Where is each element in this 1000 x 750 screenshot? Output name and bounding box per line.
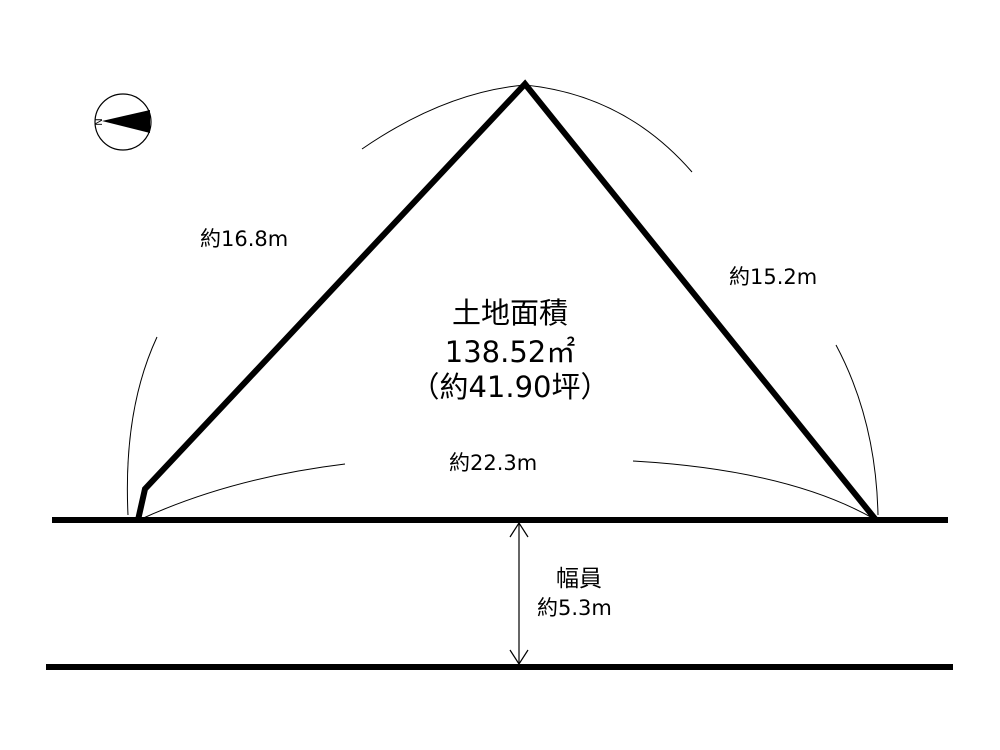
arc-top-right (524, 84, 693, 173)
arc-top-left (361, 84, 526, 150)
road-width-value: 約5.3m (537, 596, 612, 620)
north-arrow-icon: N (94, 93, 152, 151)
area-sqm: 138.52㎡ (445, 335, 575, 369)
area-tsubo: （約41.90坪） (410, 370, 609, 404)
edge-base-label: 約22.3m (449, 451, 537, 475)
edge-right-label: 約15.2m (729, 265, 817, 289)
edge-left-label: 約16.8m (200, 227, 288, 251)
road-label: 幅員 (556, 566, 602, 592)
arc-left (126, 336, 158, 516)
area-title: 土地面積 (452, 296, 568, 330)
road-width-arrow (509, 521, 529, 666)
measurement-arcs (126, 84, 879, 521)
arc-base-left (138, 463, 346, 521)
lot-boundary (134, 79, 883, 523)
arc-base-right (632, 460, 877, 521)
arc-right (835, 344, 879, 516)
compass-north-letter: N (94, 118, 105, 125)
